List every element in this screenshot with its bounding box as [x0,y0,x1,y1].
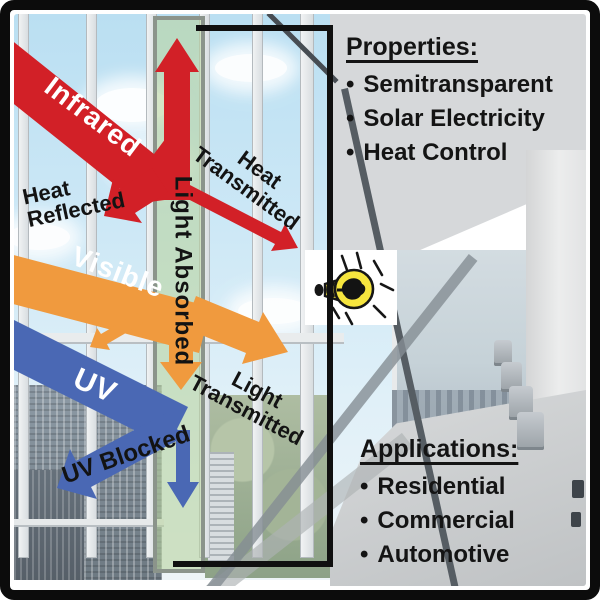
applications-item: •Commercial [360,507,515,534]
applications-item: •Automotive [360,541,510,568]
solar-window-diagram [14,16,397,573]
lightbulb-icon [305,250,397,326]
bullet: • [346,139,355,166]
window-rail [14,519,164,527]
applications-title: Applications: [360,435,519,463]
window-mullion [146,14,157,558]
properties-title: Properties: [346,33,478,61]
properties-item: •Semitransparent [346,71,553,98]
uv-blocked-arrow [57,412,182,499]
light-absorbed-arrow [160,330,202,390]
photo-scene: Infrared Visible UV Heat Reflected Heat … [14,14,586,586]
office-chair [571,512,581,527]
visible-arrow [14,255,211,353]
properties-item: •Heat Control [346,139,508,166]
uv-arrow [14,320,188,447]
office-chair [572,480,584,498]
properties-panel: Properties: •Semitransparent •Solar Elec… [346,30,553,170]
infrared-arrow [14,42,172,207]
heat-up-arrow [155,38,199,200]
uv-down-arrow [167,430,199,508]
office-chair [517,412,544,450]
white-tower [208,452,234,564]
office-chair [501,362,522,392]
bullet: • [360,473,369,500]
office-photo: Infrared Visible UV Heat Reflected Heat … [14,14,586,586]
applications-item: •Residential [360,473,506,500]
bullet: • [346,71,355,98]
light-transmitted-arrow [184,296,288,364]
window-mullion [252,14,263,558]
office-chair [494,340,512,366]
light-reflected-arrow [90,313,143,350]
bullet: • [360,541,369,568]
properties-item: •Solar Electricity [346,105,545,132]
bullet: • [360,507,369,534]
bullet: • [346,105,355,132]
heat-reflected-arrow [104,168,168,223]
applications-panel: Applications: •Residential •Commercial •… [360,432,518,572]
light-absorbed-label: Light Absorbed [169,175,197,367]
window-outline [173,25,333,567]
heat-transmitted-arrow [182,184,298,251]
cloud [215,54,287,82]
